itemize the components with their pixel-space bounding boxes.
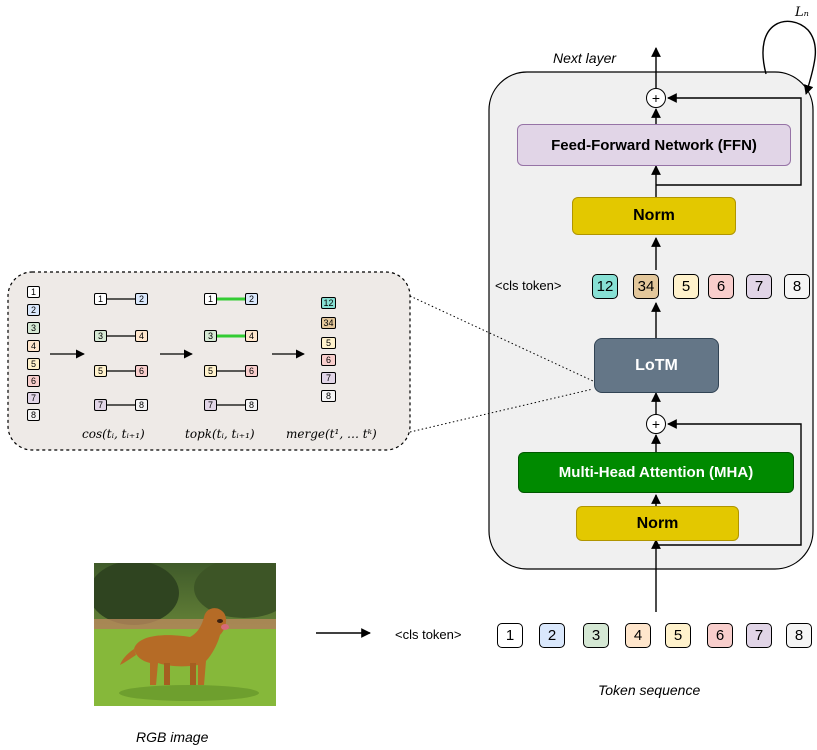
input-token: 1 (497, 623, 523, 648)
input-token: 6 (707, 623, 733, 648)
mha-block[interactable]: Multi-Head Attention (MHA) (518, 452, 794, 493)
residual-add-node-top: + (646, 88, 666, 108)
token-sequence-label: Token sequence (598, 682, 701, 698)
merged-zoom-token: 12 (321, 297, 336, 309)
residual-ffn (656, 93, 802, 186)
cos-pair-token: 3 (94, 330, 107, 342)
zoom-token: 5 (27, 358, 40, 370)
input-token: 2 (539, 623, 565, 648)
cos-caption: cos(tᵢ, tᵢ₊₁) (82, 427, 145, 441)
input-token: 4 (625, 623, 651, 648)
input-token: 8 (786, 623, 812, 648)
zoom-token: 3 (27, 322, 40, 334)
merged-zoom-token: 6 (321, 354, 336, 366)
residual-add-node-bottom: + (646, 414, 666, 434)
merged-token: 12 (592, 274, 618, 299)
merged-token: 7 (746, 274, 772, 299)
merge-caption: merge(t¹, … tᵏ) (286, 427, 377, 441)
cos-pair-token: 7 (94, 399, 107, 411)
zoom-token: 7 (27, 392, 40, 404)
zoom-connector-bottom (409, 388, 594, 433)
transformer-layer-panel (488, 71, 814, 570)
topk-pair-token: 3 (204, 330, 217, 342)
topk-pair-token: 7 (204, 399, 217, 411)
residual-mha (656, 419, 802, 546)
topk-pair-token: 1 (204, 293, 217, 305)
cos-pair-token: 6 (135, 365, 148, 377)
merged-token: 34 (633, 274, 659, 299)
zoom-token: 6 (27, 375, 40, 387)
cos-pair-token: 2 (135, 293, 148, 305)
norm-block-top[interactable]: Norm (572, 197, 736, 235)
merged-token: 8 (784, 274, 810, 299)
zoom-connector-top (409, 295, 594, 382)
topk-pair-token: 5 (204, 365, 217, 377)
zoom-token: 2 (27, 304, 40, 316)
norm-block-bottom[interactable]: Norm (576, 506, 739, 541)
topk-caption: topk(tᵢ, tᵢ₊₁) (185, 427, 255, 441)
lotm-block[interactable]: LoTM (594, 338, 719, 393)
topk-pair-token: 8 (245, 399, 258, 411)
input-token: 3 (583, 623, 609, 648)
merged-token: 5 (673, 274, 699, 299)
cos-pair-token: 4 (135, 330, 148, 342)
layer-count-label: Lₙ (795, 5, 809, 20)
topk-pair-token: 6 (245, 365, 258, 377)
cos-pair-token: 8 (135, 399, 148, 411)
merged-zoom-token: 34 (321, 317, 336, 329)
ffn-block[interactable]: Feed-Forward Network (FFN) (517, 124, 791, 166)
layer-repeat-loop (762, 20, 817, 95)
merged-token: 6 (708, 274, 734, 299)
input-token: 7 (746, 623, 772, 648)
topk-pair-token: 4 (245, 330, 258, 342)
merged-zoom-token: 8 (321, 390, 336, 402)
merged-zoom-token: 5 (321, 337, 336, 349)
input-cls-token-label: <cls token> (395, 627, 462, 642)
topk-pair-token: 2 (245, 293, 258, 305)
zoom-token: 8 (27, 409, 40, 421)
zoom-token: 1 (27, 286, 40, 298)
next-layer-label: Next layer (553, 50, 617, 66)
cos-pair-token: 5 (94, 365, 107, 377)
rgb-image-dog-photo (94, 563, 276, 706)
zoom-token: 4 (27, 340, 40, 352)
cls-token-label: <cls token> (495, 278, 562, 293)
input-token: 5 (665, 623, 691, 648)
rgb-image-label: RGB image (136, 729, 209, 745)
cos-pair-token: 1 (94, 293, 107, 305)
merged-zoom-token: 7 (321, 372, 336, 384)
